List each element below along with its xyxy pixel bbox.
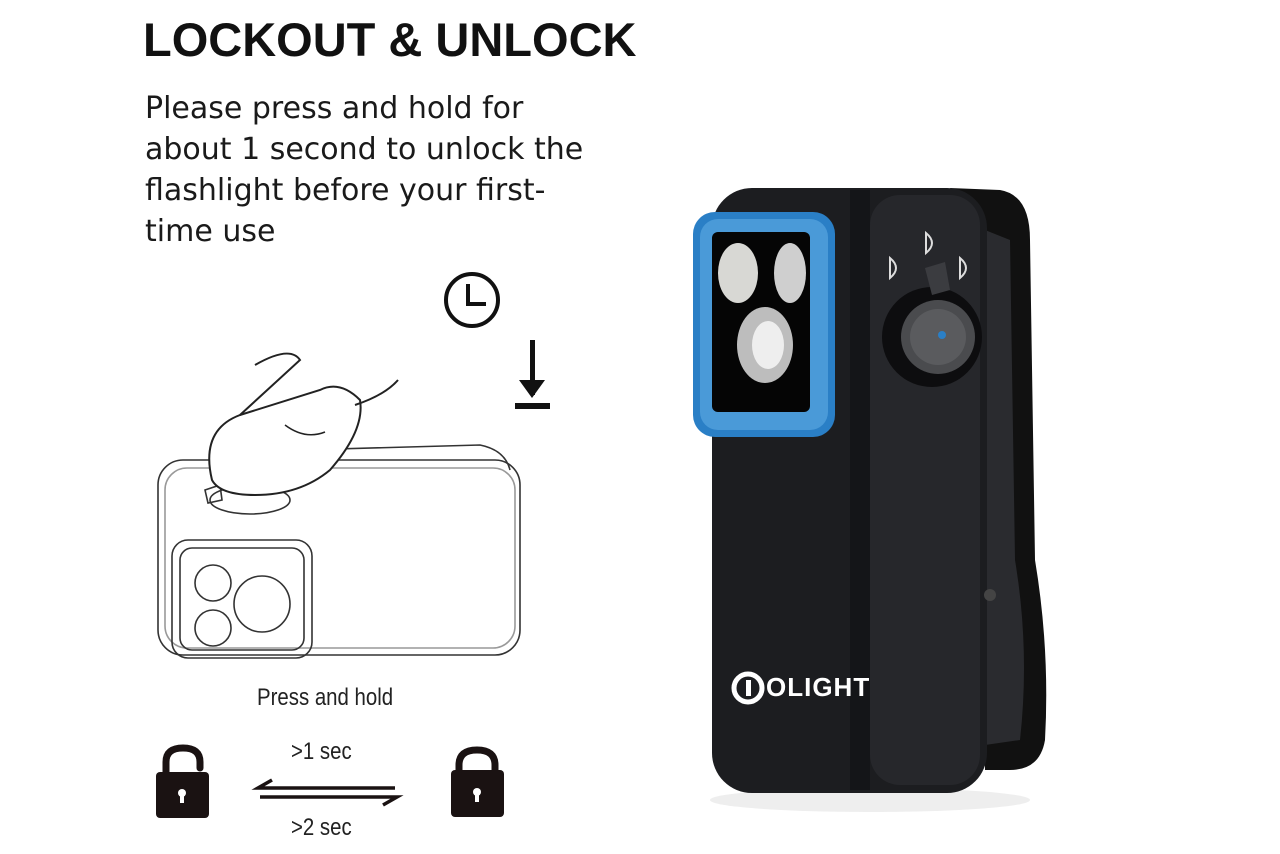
locked-padlock-icon (451, 746, 504, 817)
down-arrow-icon (515, 340, 550, 409)
brand-logo: OLIGHT (766, 672, 871, 702)
flashlight-product-image (693, 188, 1047, 812)
lock-duration-label: >1 sec (291, 738, 352, 765)
unlocked-padlock-icon (156, 744, 209, 818)
toggle-arrows-icon (251, 778, 404, 807)
instruction-text: Please press and hold for about 1 second… (145, 91, 584, 249)
unlock-duration-label: >2 sec (291, 814, 352, 841)
press-and-hold-caption: Press and hold (257, 684, 394, 711)
flashlight-line-drawing (157, 352, 521, 659)
page-title: LOCKOUT & UNLOCK (143, 13, 637, 66)
clock-icon (444, 272, 500, 328)
